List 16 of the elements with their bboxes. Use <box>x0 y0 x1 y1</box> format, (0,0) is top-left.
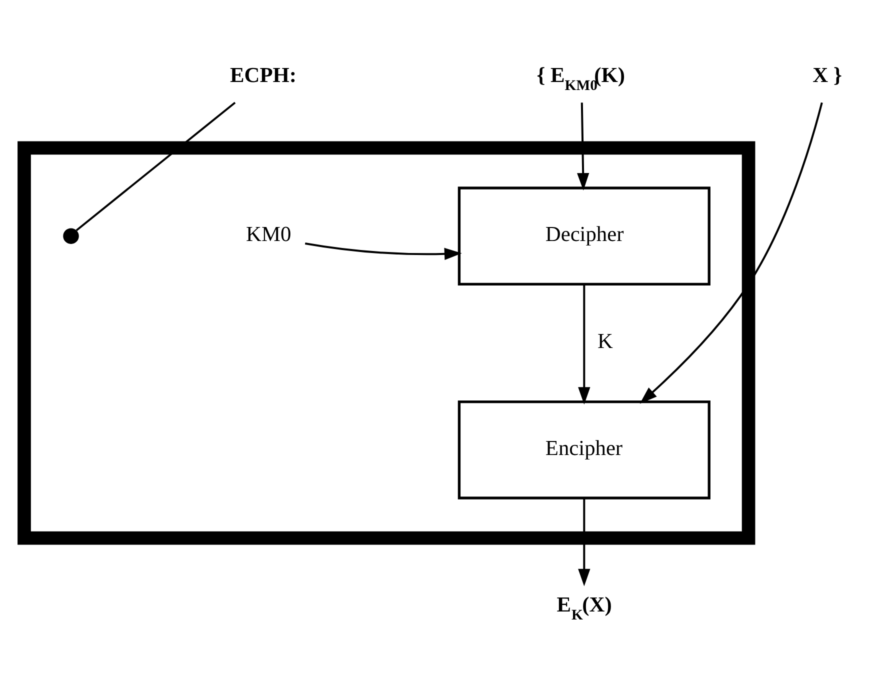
node-text: { E$_{KM0}$(K) <box>536 62 626 94</box>
node-text: X } <box>812 62 842 87</box>
arrow <box>578 498 590 586</box>
node-text: E$_{K}$(X) <box>556 592 612 623</box>
node-text: KM0 <box>246 222 292 246</box>
arrow <box>640 102 823 404</box>
arrow <box>577 102 590 190</box>
node-box: Decipher <box>458 186 710 286</box>
node-text: ECPH: <box>230 62 297 87</box>
connector <box>76 101 236 231</box>
arrow <box>578 284 590 404</box>
edge-label: K <box>598 328 613 353</box>
node-box: Encipher <box>458 400 710 499</box>
arrow <box>304 242 462 260</box>
cluster <box>18 140 756 544</box>
node-circle <box>63 228 79 244</box>
